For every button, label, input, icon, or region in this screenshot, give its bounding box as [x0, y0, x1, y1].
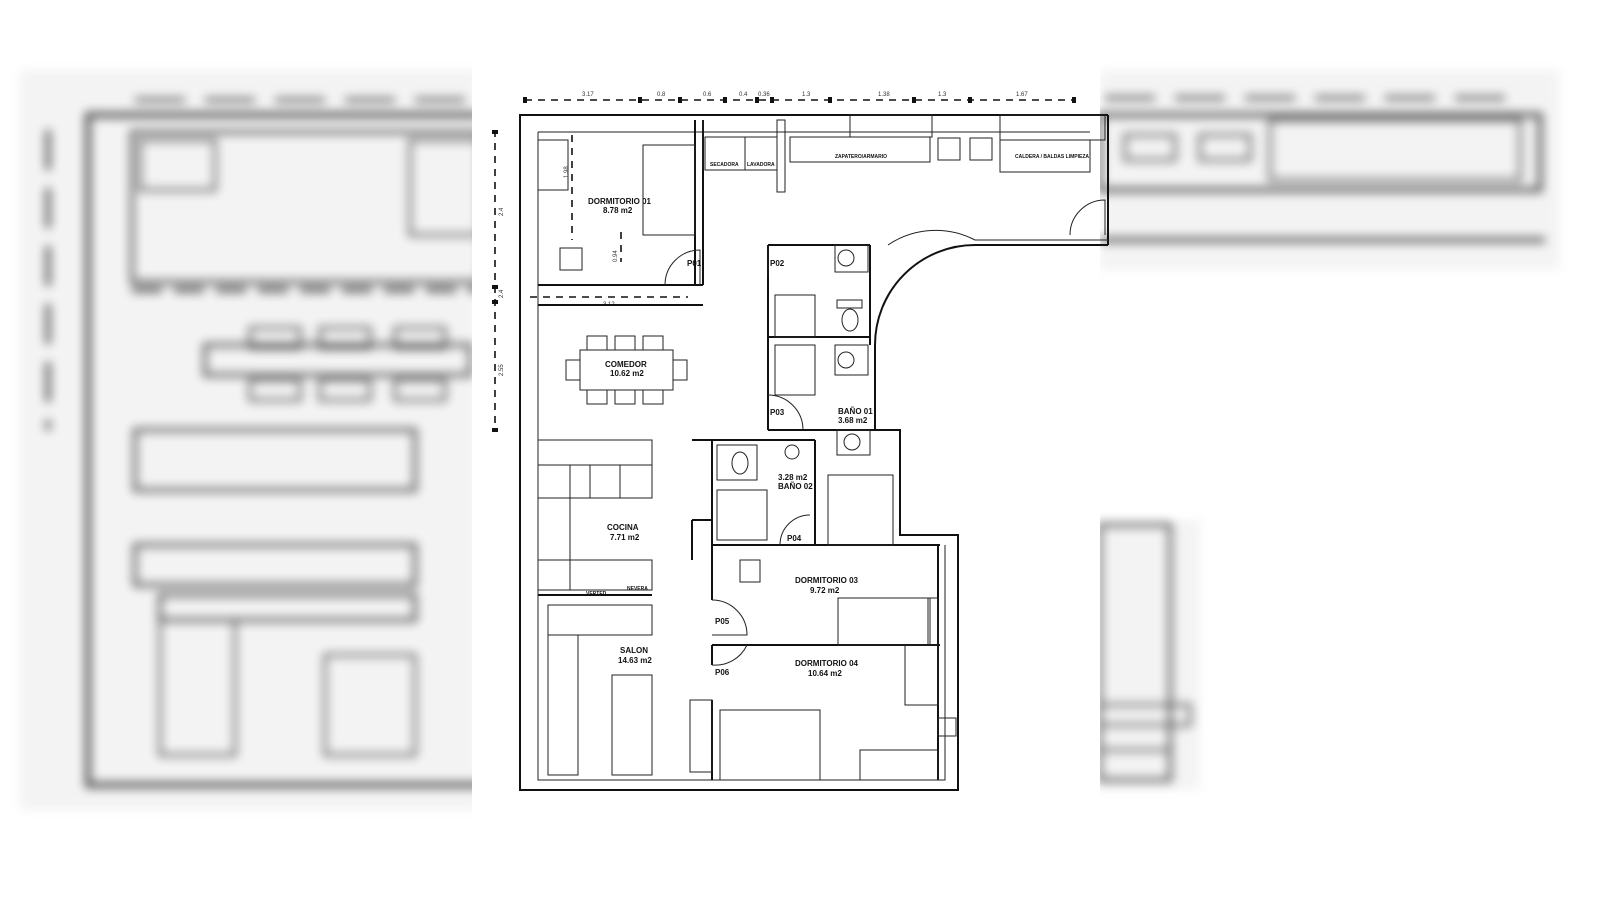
toilet-bano-01: [841, 308, 859, 332]
label-dormitorio-01: DORMITORIO 01: [588, 197, 652, 206]
dim-top-2: 0.8: [657, 92, 666, 98]
dim-left-1: 2.4: [499, 207, 505, 216]
blurred-background-right: [1097, 70, 1560, 790]
bed-dormitorio-03: [837, 597, 931, 646]
shelf-box-2: [969, 137, 993, 161]
utility-divider: [776, 119, 786, 193]
area-dormitorio-04: 10.64 m2: [808, 669, 842, 678]
area-salon: 14.63 m2: [618, 656, 652, 665]
dim-top-7: 1.38: [878, 92, 890, 98]
dim-inner-height-b: 0.94: [613, 250, 619, 262]
dim-top-1: 3.17: [582, 92, 594, 98]
area-dormitorio-01: 8.78 m2: [603, 206, 633, 215]
furniture: [537, 114, 1106, 781]
bed-dormitorio-01: [642, 144, 696, 236]
dim-left-2: 2.4: [499, 289, 505, 298]
sink-2: [834, 344, 869, 376]
area-cocina: 7.71 m2: [610, 533, 640, 542]
label-dormitorio-03: DORMITORIO 03: [795, 576, 859, 585]
dim-top-6: 1.3: [802, 92, 811, 98]
dim-top-4: 0.4: [739, 92, 748, 98]
dim-top-8: 1.3: [938, 92, 947, 98]
label-zapatero: ZAPATERO/ARMARIO: [835, 154, 887, 160]
kitchen-bottom-counter: [537, 559, 653, 591]
bano-02-fixture: [716, 444, 758, 481]
label-secadora: SECADORA: [710, 162, 739, 168]
tv-unit: [611, 674, 653, 776]
desk-dormitorio-04: [859, 749, 939, 781]
label-caldera: CALDERA / BALDAS LIMPIEZA: [1015, 154, 1089, 160]
door-p06: P06: [715, 668, 730, 677]
dim-top-9: 1.67: [1016, 92, 1028, 98]
wardrobe-dormitorio-03: [827, 474, 894, 546]
dim-top-5: 0.36: [758, 92, 770, 98]
bathtub-end: [836, 429, 871, 456]
label-lavadora: LAVADORA: [747, 162, 775, 168]
salon-cabinet: [689, 699, 713, 773]
dim-top-3: 0.6: [703, 92, 712, 98]
label-cocina: COCINA: [607, 523, 639, 532]
label-comedor: COMEDOR: [605, 360, 647, 369]
toilet-bano-02: [731, 451, 749, 475]
door-swings: [664, 199, 1106, 666]
label-bano-01: BAÑO 01: [838, 407, 873, 416]
label-dormitorio-04: DORMITORIO 04: [795, 659, 859, 668]
area-dormitorio-03: 9.72 m2: [810, 586, 840, 595]
room-labels: DORMITORIO 01 8.78 m2 COMEDOR 10.62 m2 C…: [588, 197, 873, 678]
door-p04: P04: [787, 534, 802, 543]
area-bano-02: 3.28 m2: [778, 473, 808, 482]
nightstand-01: [559, 247, 583, 271]
area-comedor: 10.62 m2: [610, 369, 644, 378]
nightstand-03: [739, 559, 761, 583]
door-p05: P05: [715, 617, 730, 626]
caldera-upper: [999, 114, 1106, 141]
door-p03: P03: [770, 408, 785, 417]
dim-left-3: 2.55: [499, 364, 505, 376]
wardrobe-01: [537, 139, 569, 191]
shelf-box-1: [937, 137, 961, 161]
sofa-back: [547, 604, 653, 636]
door-labels: P01 P02 P03 P04 P05 P06: [687, 259, 802, 677]
door-p01: P01: [687, 259, 702, 268]
dimension-lines: [492, 97, 1076, 432]
sofa-side: [547, 634, 579, 776]
door-p02: P02: [770, 259, 785, 268]
label-bano-02: BAÑO 02: [778, 482, 813, 491]
sink-bano-01: [834, 244, 869, 273]
kitchen-upper-row: [537, 464, 653, 499]
label-vertedero: VERTED.: [586, 591, 608, 597]
blurred-background-left: [20, 70, 491, 810]
label-salon: SALON: [620, 646, 648, 655]
label-nevera: NEVERA: [627, 586, 648, 592]
dim-inner-height-a: 1.98: [564, 166, 570, 178]
bed-dormitorio-04: [719, 709, 821, 781]
upper-cabinet: [849, 114, 933, 138]
area-bano-01: 3.68 m2: [838, 416, 868, 425]
sink-bano-02: [784, 444, 800, 460]
fixture-labels: SECADORA LAVADORA ZAPATERO/ARMARIO CALDE…: [586, 154, 1089, 597]
shower-bano-02: [716, 489, 768, 541]
wardrobe-dormitorio-04: [904, 644, 939, 706]
